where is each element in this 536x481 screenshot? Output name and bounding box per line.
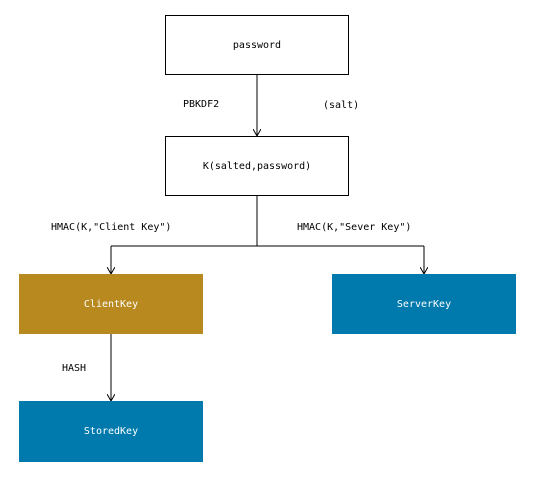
k-node-label: K(salted,password)	[202, 160, 312, 172]
edge-label-pbkdf2: PBKDF2	[183, 99, 220, 110]
storedkey-node-label: StoredKey	[83, 426, 139, 437]
edge-label-hmac-server: HMAC(K,"Sever Key")	[297, 222, 412, 233]
clientkey-node-label: ClientKey	[83, 298, 139, 310]
k-node: K(salted,password)	[165, 136, 349, 196]
password-node-label: password	[232, 39, 282, 51]
serverkey-node-label: ServerKey	[396, 298, 452, 310]
password-node: password	[165, 15, 349, 75]
storedkey-node: StoredKey	[19, 401, 203, 462]
edge-label-salt: (salt)	[323, 100, 360, 111]
edge-label-hash: HASH	[62, 363, 87, 374]
serverkey-node: ServerKey	[332, 274, 516, 334]
clientkey-node: ClientKey	[19, 274, 203, 334]
edge-label-hmac-client: HMAC(K,"Client Key")	[51, 222, 172, 233]
